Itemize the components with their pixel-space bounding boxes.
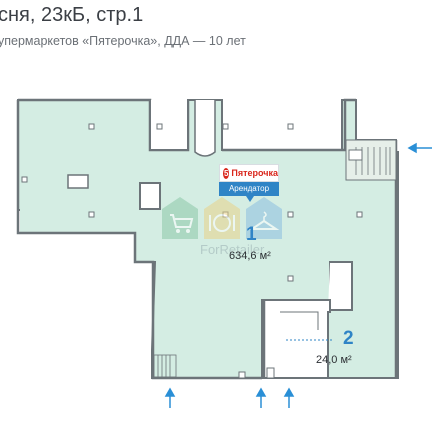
brand-logo: 5 [223,167,230,179]
tenant-badge: 5 Пятерочка Арендатор [219,164,279,196]
unit-1-area-label: 634,6 м² [229,250,271,262]
page-title: сня, 23кБ, стр.1 [0,4,144,26]
watermark-icons [162,197,282,239]
cart-icon [162,197,198,239]
unit-1-number: 1 [246,224,257,245]
brand-name: Пятерочка [231,168,278,178]
watermark-text: ForRetailer [200,242,265,257]
tenant-label: Арендатор [219,182,279,196]
entrance-arrow-icon [283,387,295,408]
entrance-arrow-icon [255,387,267,408]
unit-2-area-label: 24,0 м² [316,354,352,366]
plate-icon [204,197,240,239]
unit-2-number: 2 [343,328,354,349]
page-subtitle: упермаркетов «Пятерочка», ДДА — 10 лет [0,34,246,48]
entrance-arrow-icon [164,387,176,408]
brand-row: 5 Пятерочка [219,164,279,182]
entrance-arrow-icon [407,142,432,154]
hanger-icon [246,197,282,239]
